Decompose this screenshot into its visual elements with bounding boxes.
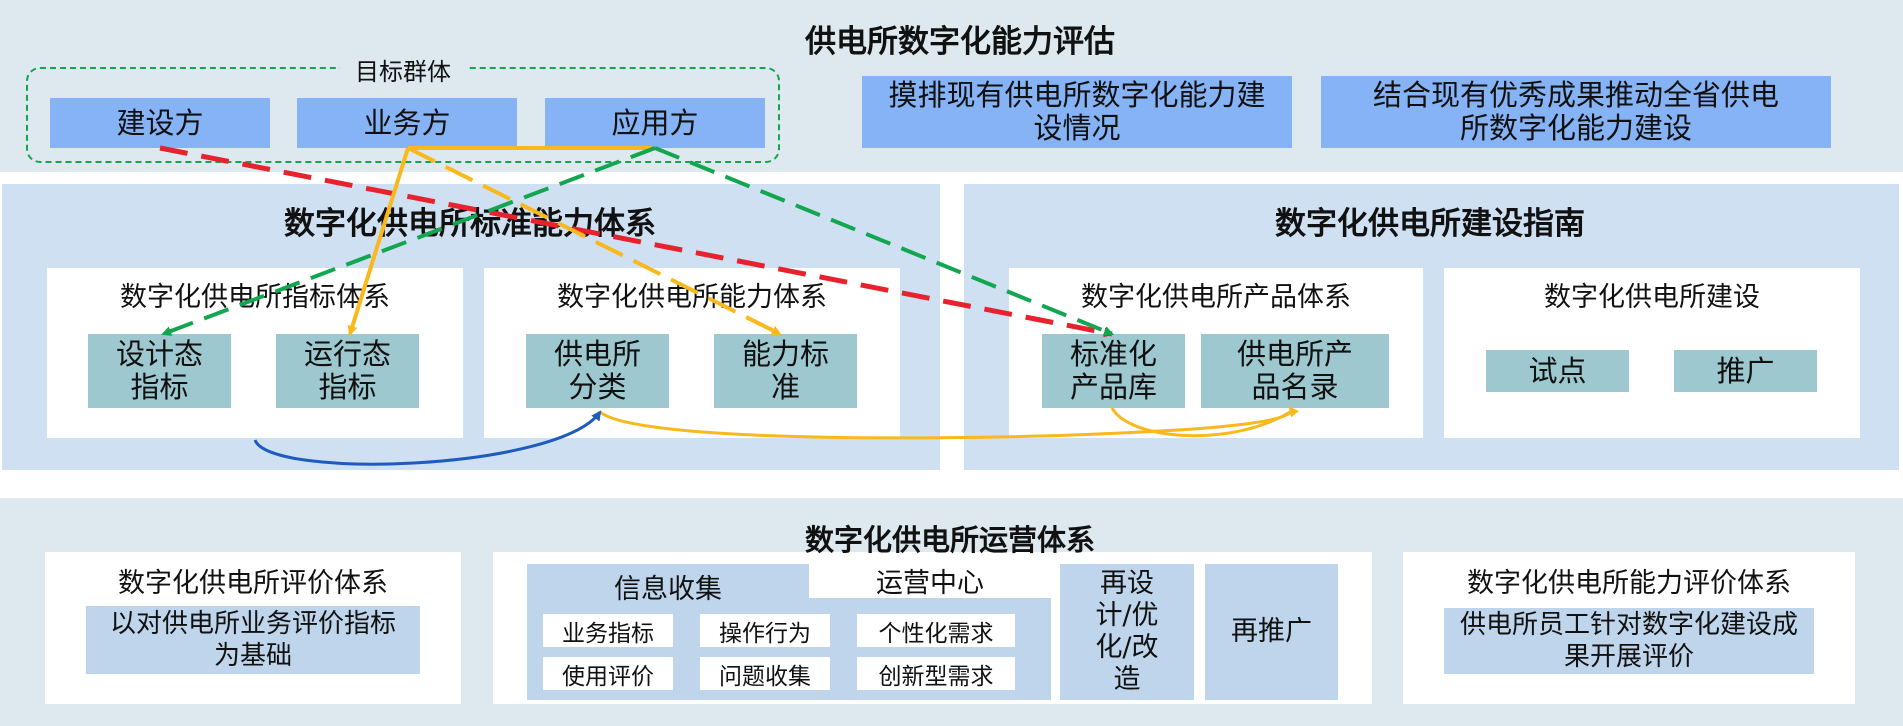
page-title: 供电所数字化能力评估 [805, 24, 1115, 60]
station-classification: 供电所分类 [526, 334, 669, 408]
yellow-arrow-to-runtime [347, 147, 410, 336]
info-collect-label: 信息收集 [614, 574, 722, 605]
yellow-dashed-to-standard [407, 146, 782, 336]
evaluation-title: 数字化供电所评价体系 [118, 568, 388, 599]
target-business: 业务方 [297, 98, 517, 148]
promote-box: 结合现有优秀成果推动全省供电所数字化能力建设 [1321, 76, 1831, 148]
survey-box: 摸排现有供电所数字化能力建设情况 [862, 76, 1292, 148]
operation-system-title: 数字化供电所运营体系 [804, 522, 1095, 557]
red-dashed-arrow [159, 145, 1114, 338]
construction-title: 数字化供电所建设 [1544, 282, 1760, 313]
yellow-curve-classification-catalog [599, 406, 1299, 440]
promotion-box: 推广 [1674, 350, 1817, 392]
cell-innovative-demand: 创新型需求 [857, 657, 1015, 690]
capability-eval-body: 供电所员工针对数字化建设成果开展评价 [1444, 608, 1814, 674]
pilot-box: 试点 [1486, 350, 1629, 392]
standard-product-library: 标准化产品库 [1042, 334, 1185, 408]
product-catalog: 供电所产品名录 [1201, 334, 1389, 408]
runtime-index: 运行态指标 [276, 334, 419, 408]
cell-usage-evaluation: 使用评价 [543, 657, 673, 690]
cell-operation-behavior: 操作行为 [700, 614, 830, 647]
cell-issue-collection: 问题收集 [700, 657, 830, 690]
capability-standard: 能力标准 [714, 334, 857, 408]
product-system-title: 数字化供电所产品体系 [1081, 282, 1351, 313]
info-collect-tab [527, 564, 809, 600]
yellow-curve-library-catalog [1110, 407, 1291, 438]
evaluation-body: 以对供电所业务评价指标为基础 [86, 606, 420, 674]
operation-center-label: 运营中心 [876, 568, 984, 599]
green-dashed-to-design [161, 146, 656, 336]
target-builder: 建设方 [50, 98, 270, 148]
green-dashed-to-library [654, 146, 1114, 336]
capability-eval-title: 数字化供电所能力评价体系 [1467, 568, 1791, 599]
standard-system-title: 数字化供电所标准能力体系 [284, 206, 656, 242]
target-user: 应用方 [545, 98, 765, 148]
design-index: 设计态指标 [88, 334, 231, 408]
repromote-box: 再推广 [1205, 564, 1338, 700]
redesign-box: 再设计/优化/改造 [1060, 564, 1194, 700]
construction-guide-title: 数字化供电所建设指南 [1275, 206, 1585, 242]
cell-personalized-demand: 个性化需求 [857, 614, 1015, 647]
cell-business-index: 业务指标 [543, 614, 673, 647]
capability-system-title: 数字化供电所能力体系 [557, 282, 827, 313]
target-group-label: 目标群体 [340, 52, 466, 86]
blue-curve-design-classification [253, 410, 602, 466]
